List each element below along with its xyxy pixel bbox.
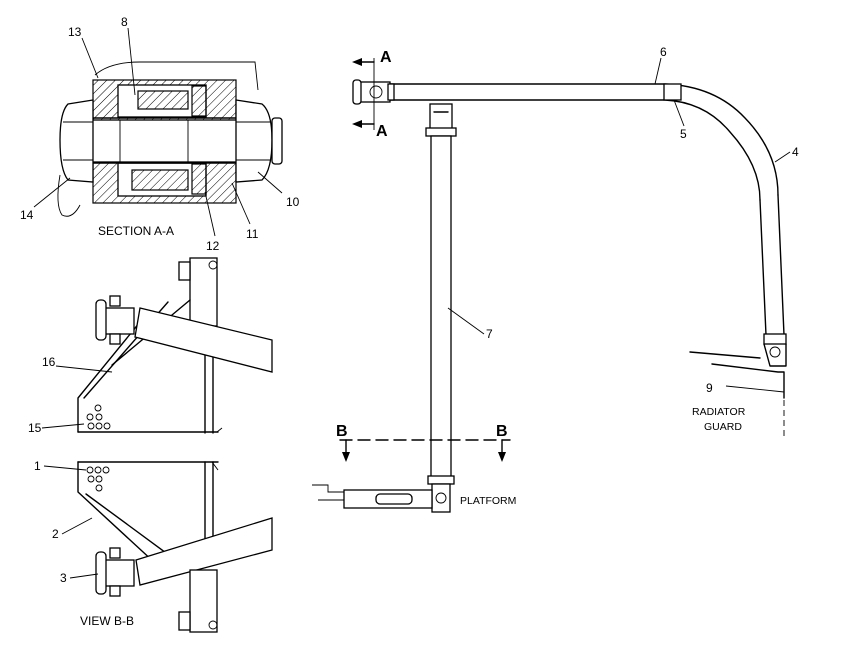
callout-7: 7 <box>486 327 493 341</box>
cut-label-a-top: A <box>380 49 392 66</box>
callout-10: 10 <box>286 195 300 209</box>
callout-2: 2 <box>52 527 59 541</box>
platform-label: PLATFORM <box>460 495 516 507</box>
upper-bracket-detail <box>77 257 273 434</box>
callout-14: 14 <box>20 208 34 222</box>
callout-3: 3 <box>60 571 67 585</box>
callout-16: 16 <box>42 355 56 369</box>
callout-12: 12 <box>206 239 220 253</box>
callout-11: 11 <box>246 227 259 241</box>
callout-13: 13 <box>68 25 82 39</box>
callout-4: 4 <box>792 145 799 159</box>
cut-label-a-bottom: A <box>376 123 388 140</box>
cut-label-b-left: B <box>336 423 348 440</box>
callout-6: 6 <box>660 45 667 59</box>
view-b-b-title: VIEW B-B <box>80 614 134 628</box>
main-assembly <box>312 58 787 513</box>
callout-8: 8 <box>121 15 128 29</box>
section-a-a-title: SECTION A-A <box>98 224 174 238</box>
guard-label: GUARD <box>704 421 742 433</box>
callout-1: 1 <box>34 459 41 473</box>
radiator-label: RADIATOR <box>692 406 746 418</box>
section-a-a-view <box>57 61 283 217</box>
callout-15: 15 <box>28 421 42 435</box>
view-b-b <box>77 461 273 633</box>
cut-label-b-right: B <box>496 423 508 440</box>
callout-9: 9 <box>706 381 713 395</box>
callout-5: 5 <box>680 127 687 141</box>
